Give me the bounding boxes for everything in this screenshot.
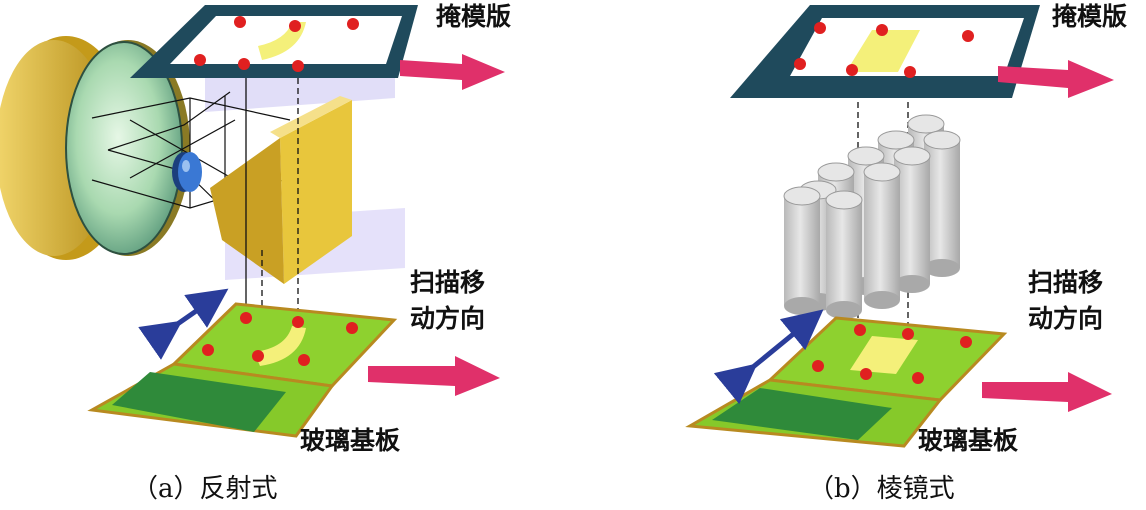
label-scan-b-1: 扫描移 [1028, 268, 1104, 297]
label-scan-a-1: 扫描移 [410, 268, 486, 297]
convex-mirror [172, 152, 202, 192]
label-substrate-a: 玻璃基板 [300, 426, 401, 455]
label-scan-a-2: 动方向 [410, 304, 486, 333]
caption-b: （b）棱镜式 [808, 474, 955, 504]
lens-array [783, 114, 961, 319]
mask-plate-b [730, 5, 1040, 98]
substrate-pattern [254, 326, 306, 366]
label-substrate-b: 玻璃基板 [918, 426, 1019, 455]
label-mask-b: 掩模版 [1052, 2, 1128, 31]
caption-a: （a）反射式 [132, 474, 278, 504]
concave-mirror [0, 36, 190, 260]
scan-arrow-substrate-b [982, 372, 1112, 412]
substrate-panel [112, 372, 286, 432]
label-mask-a: 掩模版 [436, 2, 512, 31]
scan-arrow-mask-b [998, 60, 1114, 98]
label-scan-b-2: 动方向 [1028, 304, 1104, 333]
move-arrow-b [713, 309, 824, 405]
mask-plate [130, 5, 418, 78]
panel-b-prism [685, 5, 1114, 448]
move-arrow-a [138, 288, 229, 360]
substrate-pattern-b [850, 336, 918, 374]
glass-substrate [87, 302, 398, 438]
mask-pattern-b [846, 30, 920, 72]
scan-arrow-mask-a [400, 54, 505, 90]
scan-arrow-substrate-a [368, 356, 500, 396]
panel-a-reflective [0, 5, 505, 438]
